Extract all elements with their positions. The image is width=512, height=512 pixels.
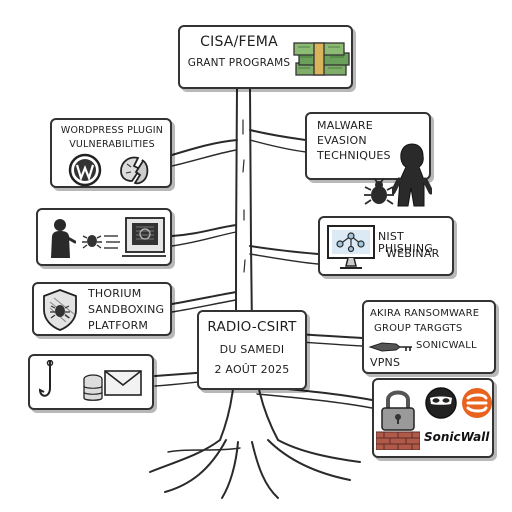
masked-hacker-face-icon bbox=[425, 387, 457, 419]
central-subtitle: DU SAMEDI bbox=[219, 343, 285, 356]
fishing-hook-icon bbox=[38, 360, 54, 397]
malware-title: MALWARE bbox=[317, 119, 373, 132]
cisa-fema-grant-programs-box: CISA/FEMA GRANT PROGRAMS bbox=[178, 25, 353, 89]
wordpress-title: WORDPRESS PLUGIN bbox=[60, 125, 164, 136]
akira-title: AKIRA RANSOMWARE bbox=[370, 308, 480, 319]
thorium-subtitle-2: PLATFORM bbox=[88, 319, 149, 332]
radio-csirt-central-box: RADIO-CSIRT DU SAMEDI 2 AOÛT 2025 bbox=[197, 310, 307, 390]
server-machine-icon bbox=[122, 217, 166, 257]
hacker-figure-icon bbox=[51, 219, 76, 258]
virus-bug-icon bbox=[82, 235, 102, 249]
nist-subtitle: WEBINAR bbox=[386, 247, 440, 260]
sonicwall-brand-text: SonicWall bbox=[424, 430, 490, 444]
akira-subtitle-1: GROUP TARGGTS bbox=[374, 323, 463, 334]
malware-subtitle-2: TECHNIQUES bbox=[317, 149, 391, 162]
wordpress-logo-icon bbox=[68, 153, 102, 187]
sonicwall-logo-icon bbox=[462, 388, 492, 418]
money-stack-icon bbox=[293, 42, 350, 76]
akira-subtitle-2: SONICWALL bbox=[416, 340, 477, 351]
bug-icon bbox=[364, 178, 394, 205]
hooded-hacker-icon bbox=[392, 143, 432, 207]
broken-plugin-icon bbox=[120, 156, 149, 185]
central-date: 2 AOÛT 2025 bbox=[214, 363, 290, 376]
cisa-fema-subtitle: GRANT PROGRAMS bbox=[187, 57, 291, 69]
monitor-network-icon bbox=[327, 225, 375, 269]
akira-subtitle-3: VPNS bbox=[370, 356, 401, 369]
key-plug-icon bbox=[368, 342, 412, 352]
speed-lines-icon bbox=[104, 235, 120, 249]
central-title: RADIO-CSIRT bbox=[207, 319, 297, 335]
nist-title: NIST PHISHING bbox=[378, 230, 433, 256]
wordpress-plugin-vulnerabilities-box: WORDPRESS PLUGIN VULNERABILITIES bbox=[50, 118, 172, 188]
thorium-sandboxing-platform-box: THORIUM SANDBOXING PLATFORM bbox=[32, 282, 172, 336]
database-icon bbox=[83, 374, 103, 401]
thorium-subtitle-1: SANDBOXING bbox=[88, 303, 165, 316]
cisa-fema-title: CISA/FEMA bbox=[200, 34, 278, 50]
shield-bug-icon bbox=[43, 289, 77, 331]
wordpress-subtitle: VULNERABILITIES bbox=[69, 139, 155, 150]
padlock-brick-wall-icon bbox=[376, 390, 420, 450]
akira-ransomware-box: AKIRA RANSOMWARE GROUP TARGGTS SONICWALL… bbox=[362, 300, 496, 374]
email-envelope-icon bbox=[104, 370, 142, 396]
phishing-email-box bbox=[28, 354, 154, 410]
nist-phishing-webinar-box: NIST PHISHING WEBINAR bbox=[318, 216, 454, 276]
sonicwall-security-box: SonicWall bbox=[372, 378, 494, 458]
thorium-title: THORIUM bbox=[88, 287, 142, 300]
threat-actor-ransomware-box bbox=[36, 208, 172, 266]
malware-subtitle-1: EVASION bbox=[317, 134, 367, 147]
